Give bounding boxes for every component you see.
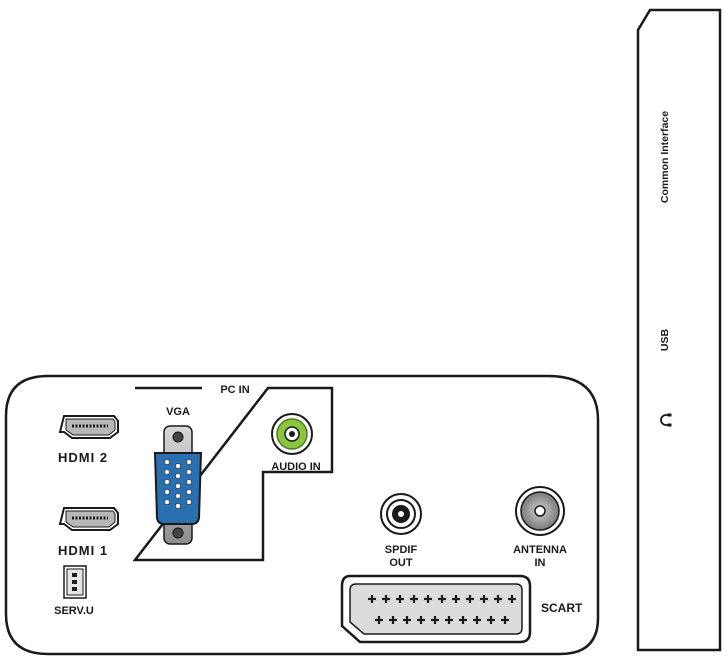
- pc-in-frame: [132, 386, 334, 562]
- hdmi1-port[interactable]: [58, 507, 119, 531]
- scart-pin: [445, 616, 453, 624]
- spdif-label-line1: SPDIF: [385, 544, 418, 556]
- vga-pin: [175, 483, 181, 489]
- svg-text:HDMI 1: HDMI 1: [58, 543, 108, 558]
- vga-pin: [175, 493, 181, 499]
- scart-pin: [403, 616, 411, 624]
- vga-label: VGA: [166, 406, 190, 418]
- scart-pin: [459, 616, 467, 624]
- scart-pin: [410, 595, 418, 603]
- vga-pin: [164, 489, 170, 495]
- usb-label: USB: [659, 328, 671, 351]
- spdif-out-jack[interactable]: [380, 493, 422, 535]
- vga-pin: [175, 503, 181, 509]
- scart-pin: [396, 595, 404, 603]
- headphone-icon[interactable]: [660, 413, 672, 427]
- scart-pin: [473, 616, 481, 624]
- audio-in-jack[interactable]: [271, 413, 313, 455]
- scart-pin: [494, 595, 502, 603]
- svg-text:HDMI 2: HDMI 2: [58, 450, 108, 465]
- scart-pin: [431, 616, 439, 624]
- antenna-label-line2: IN: [535, 557, 546, 569]
- scart-pin: [508, 595, 516, 603]
- serv-u-label: SERV.U: [54, 605, 94, 617]
- scart-pin: [466, 595, 474, 603]
- vga-pin: [164, 499, 170, 505]
- scart-pin: [368, 595, 376, 603]
- scart-pin: [452, 595, 460, 603]
- scart-pin: [487, 616, 495, 624]
- rear-panel: PC IN VGA AUDIO IN HDMI 2: [4, 374, 600, 656]
- vga-pin: [164, 479, 170, 485]
- scart-label: SCART: [541, 601, 583, 615]
- vga-pin: [164, 459, 170, 465]
- vga-pin: [186, 469, 192, 475]
- side-panel: Common Interface USB: [636, 8, 722, 652]
- vga-pin: [186, 489, 192, 495]
- spdif-label-line2: OUT: [389, 557, 413, 569]
- vga-pin: [164, 469, 170, 475]
- scart-port[interactable]: [340, 574, 532, 644]
- audio-in-label: AUDIO IN: [271, 461, 321, 473]
- common-interface-label: Common Interface: [659, 111, 671, 203]
- scart-pin: [375, 616, 383, 624]
- vga-pin: [186, 479, 192, 485]
- scart-pin: [382, 595, 390, 603]
- scart-pin: [501, 616, 509, 624]
- pc-in-label: PC IN: [220, 384, 249, 396]
- hdmi2-logo: HDMI 2: [58, 450, 108, 465]
- vga-port[interactable]: [153, 425, 203, 545]
- hdmi1-logo: HDMI 1: [58, 543, 108, 558]
- serv-u-port[interactable]: [63, 565, 87, 599]
- vga-pin: [175, 473, 181, 479]
- scart-pin: [389, 616, 397, 624]
- vga-pin: [186, 459, 192, 465]
- scart-pin: [424, 595, 432, 603]
- antenna-label-line1: ANTENNA: [513, 544, 567, 556]
- hdmi2-port[interactable]: [58, 415, 119, 439]
- vga-pin: [186, 499, 192, 505]
- scart-pin: [438, 595, 446, 603]
- vga-pin: [175, 463, 181, 469]
- antenna-in-port[interactable]: [515, 486, 565, 536]
- scart-pin: [417, 616, 425, 624]
- scart-pin: [480, 595, 488, 603]
